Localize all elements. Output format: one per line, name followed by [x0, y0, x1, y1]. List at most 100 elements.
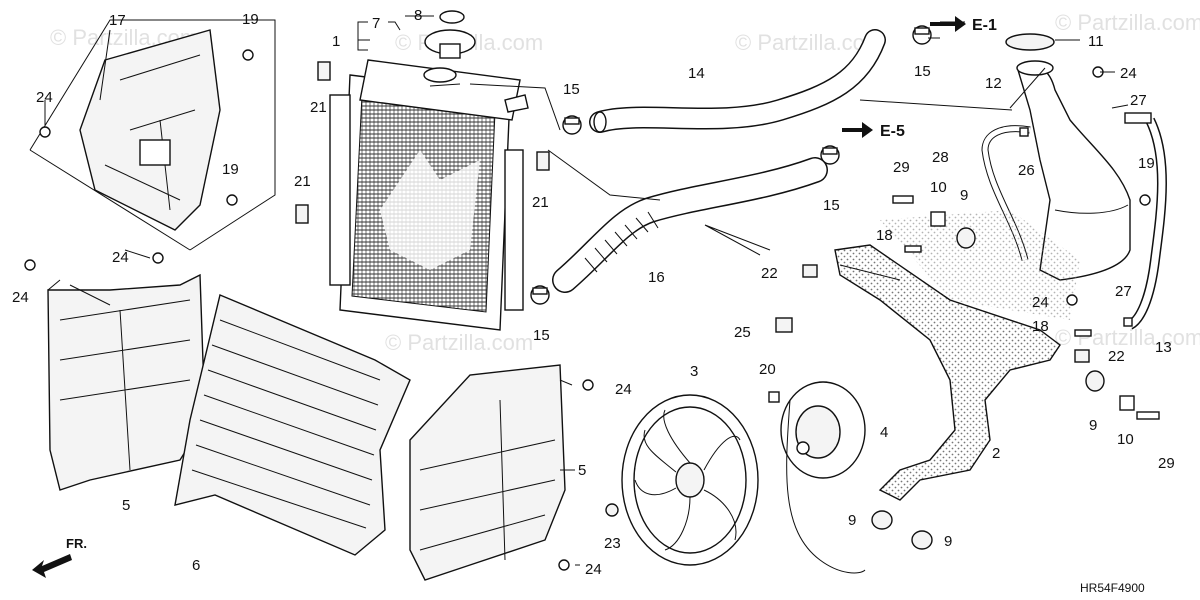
part-18-bolt[interactable] [1074, 329, 1092, 337]
part-19-bolt[interactable] [226, 194, 238, 206]
part-21-clip[interactable] [536, 151, 550, 171]
callout-26[interactable]: 26 [1018, 162, 1035, 179]
callout-3[interactable]: 3 [690, 363, 698, 380]
callout-16[interactable]: 16 [648, 269, 665, 286]
callout-24[interactable]: 24 [585, 561, 602, 578]
part-24-bolt[interactable] [39, 126, 51, 138]
callout-21[interactable]: 21 [294, 173, 311, 190]
part-15-hose-clamp[interactable] [562, 115, 582, 135]
part-22-nut[interactable] [802, 264, 818, 278]
callout-6[interactable]: 6 [192, 557, 200, 574]
callout-18[interactable]: 18 [876, 227, 893, 244]
part-18-bolt[interactable] [904, 245, 922, 253]
callout-24[interactable]: 24 [1032, 294, 1049, 311]
callout-9[interactable]: 9 [944, 533, 952, 550]
part-24-bolt[interactable] [24, 259, 36, 271]
part-27-clip[interactable] [1123, 317, 1133, 327]
reference-e5[interactable]: E-5 [842, 122, 905, 140]
callout-23[interactable]: 23 [604, 535, 621, 552]
part-24-bolt[interactable] [558, 559, 570, 571]
callout-2[interactable]: 2 [992, 445, 1000, 462]
part-2-fan-shroud-bracket[interactable] [834, 244, 1061, 501]
part-29-bolt[interactable] [1136, 411, 1160, 420]
part-5-side-cover[interactable] [47, 273, 206, 491]
part-17-shroud[interactable] [79, 29, 221, 231]
callout-21[interactable]: 21 [532, 194, 549, 211]
callout-9[interactable]: 9 [1089, 417, 1097, 434]
callout-5[interactable]: 5 [122, 497, 130, 514]
callout-9[interactable]: 9 [848, 512, 856, 529]
part-10-collar[interactable] [1119, 395, 1135, 411]
part-19-bolt[interactable] [1139, 194, 1151, 206]
part-24-bolt[interactable] [582, 379, 594, 391]
callout-27[interactable]: 27 [1115, 283, 1132, 300]
callout-28[interactable]: 28 [932, 149, 949, 166]
callout-24[interactable]: 24 [36, 89, 53, 106]
part-6-radiator-guard[interactable] [174, 294, 411, 556]
callout-12[interactable]: 12 [985, 75, 1002, 92]
callout-10[interactable]: 10 [1117, 431, 1134, 448]
part-4-fan-motor[interactable] [780, 381, 866, 574]
part-24-bolt[interactable] [152, 252, 164, 264]
callout-24[interactable]: 24 [112, 249, 129, 266]
part-7-radiator-cap[interactable] [424, 29, 476, 59]
part-3-cooling-fan[interactable] [621, 394, 759, 566]
reference-e1[interactable]: E-1 [930, 16, 997, 34]
part-20-bolt[interactable] [768, 391, 780, 403]
callout-11[interactable]: 11 [1088, 33, 1104, 50]
callout-24[interactable]: 24 [615, 381, 632, 398]
callout-19[interactable]: 19 [222, 161, 239, 178]
callout-13[interactable]: 13 [1155, 339, 1172, 356]
callout-29[interactable]: 29 [1158, 455, 1175, 472]
callout-8[interactable]: 8 [414, 7, 422, 24]
callout-5[interactable]: 5 [578, 462, 586, 479]
callout-17[interactable]: 17 [109, 12, 126, 29]
callout-9[interactable]: 9 [960, 187, 968, 204]
part-8-cap-seal[interactable] [439, 10, 465, 24]
callout-25[interactable]: 25 [734, 324, 751, 341]
callout-19[interactable]: 19 [1138, 155, 1155, 172]
part-26-clip[interactable] [1019, 127, 1029, 137]
callout-18[interactable]: 18 [1032, 318, 1049, 335]
part-23-nut[interactable] [605, 503, 619, 517]
part-15-hose-clamp[interactable] [530, 285, 550, 305]
part-25-connector[interactable] [775, 317, 793, 333]
callout-7[interactable]: 7 [372, 15, 380, 32]
callout-20[interactable]: 20 [759, 361, 776, 378]
part-9-grommet[interactable] [911, 530, 933, 550]
part-9-grommet[interactable] [1085, 370, 1105, 392]
callout-27[interactable]: 27 [1130, 92, 1147, 109]
callout-15[interactable]: 15 [823, 197, 840, 214]
part-11-tank-cap[interactable] [1005, 33, 1055, 51]
callout-21[interactable]: 21 [310, 99, 327, 116]
part-10-collar[interactable] [930, 211, 946, 227]
callout-14[interactable]: 14 [688, 65, 705, 82]
callout-10[interactable]: 10 [930, 179, 947, 196]
callout-22[interactable]: 22 [1108, 348, 1125, 365]
part-15-hose-clamp[interactable] [820, 145, 840, 165]
callout-24[interactable]: 24 [12, 289, 29, 306]
callout-29[interactable]: 29 [893, 159, 910, 176]
part-14-upper-hose[interactable] [589, 29, 886, 133]
part-21-clip[interactable] [295, 204, 309, 224]
callout-15[interactable]: 15 [914, 63, 931, 80]
part-19-bolt[interactable] [242, 49, 254, 61]
callout-15[interactable]: 15 [533, 327, 550, 344]
part-1-radiator[interactable] [329, 59, 529, 331]
part-22-nut[interactable] [1074, 349, 1090, 363]
part-21-clip[interactable] [317, 61, 331, 81]
part-15-hose-clamp[interactable] [912, 25, 932, 45]
part-29-bolt[interactable] [892, 195, 914, 204]
callout-4[interactable]: 4 [880, 424, 888, 441]
part-9-grommet[interactable] [956, 227, 976, 249]
callout-15[interactable]: 15 [563, 81, 580, 98]
part-27-hose-joint[interactable] [1124, 112, 1152, 124]
part-5-side-cover[interactable] [409, 364, 566, 581]
part-24-bolt[interactable] [1066, 294, 1078, 306]
part-9-grommet[interactable] [871, 510, 893, 530]
callout-19[interactable]: 19 [242, 11, 259, 28]
part-16-lower-hose[interactable] [552, 157, 828, 293]
callout-22[interactable]: 22 [761, 265, 778, 282]
callout-24[interactable]: 24 [1120, 65, 1137, 82]
callout-1[interactable]: 1 [332, 33, 340, 50]
